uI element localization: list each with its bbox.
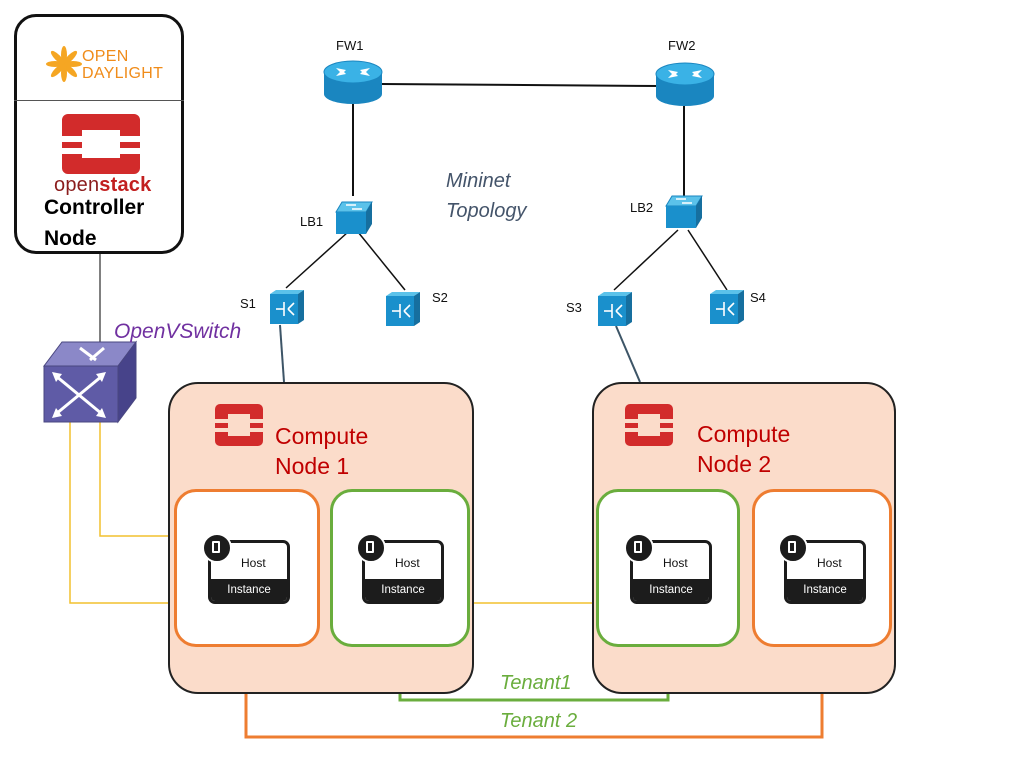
openvswitch-label: OpenVSwitch (114, 320, 242, 343)
openstack-prefix: open (54, 174, 100, 196)
fw2-router-icon (655, 62, 715, 106)
controller-node-label: Controller Node (44, 192, 144, 254)
fw2-label: FW2 (668, 38, 696, 53)
controller-node-box (14, 14, 184, 254)
instance-label: Instance (787, 579, 863, 601)
host-instance-card[interactable]: Host Instance (784, 540, 866, 604)
lb2-s3-link (613, 229, 679, 291)
topology-title-line2: Topology (446, 200, 527, 222)
lb1-label: LB1 (300, 214, 324, 229)
instance-label: Instance (211, 579, 287, 601)
lb1-s1-link (285, 231, 349, 289)
s2-label: S2 (432, 290, 448, 305)
server-icon (624, 533, 654, 563)
openstack-wordmark: openstack (54, 174, 151, 197)
host-title: Host (241, 556, 266, 570)
mininet-topology-title: Mininet Topology (446, 166, 526, 226)
lb2-label: LB2 (630, 200, 654, 215)
tenant1-label: Tenant1 (500, 672, 572, 694)
server-icon (356, 533, 386, 563)
compute-node-1-label: Compute Node 1 (275, 421, 368, 481)
ovs-wire-1 (99, 410, 176, 537)
compute-node-2-line1: Compute (697, 421, 791, 447)
s1-switch-icon (270, 290, 304, 324)
opendaylight-logo-icon (46, 46, 82, 82)
lb1-switch-icon (335, 201, 373, 234)
openstack-logo-icon (62, 114, 140, 174)
fw1-label: FW1 (336, 38, 364, 53)
lb2-switch-icon (665, 195, 703, 228)
s3-switch-icon (598, 292, 632, 326)
compute-node-2-label: Compute Node 2 (697, 419, 790, 479)
instance-label: Instance (633, 579, 709, 601)
opendaylight-line2: DAYLIGHT (82, 65, 164, 82)
lb2-s4-link (687, 229, 728, 291)
controller-label-line1: Controller (44, 196, 145, 219)
s1-label: S1 (240, 296, 256, 311)
s2-switch-icon (386, 292, 420, 326)
lb1-s2-link (357, 231, 406, 291)
compute-node-1-openstack-icon (215, 404, 263, 446)
openvswitch-icon (43, 340, 137, 424)
instance-label: Instance (365, 579, 441, 601)
fw1-fw2-link (377, 83, 661, 87)
compute-node-2-openstack-icon (625, 404, 673, 446)
host-instance-card[interactable]: Host Instance (208, 540, 290, 604)
controller-label-line2: Node (44, 227, 97, 250)
host-title: Host (395, 556, 420, 570)
opendaylight-logotype: OPEN DAYLIGHT (82, 48, 163, 82)
host-instance-card[interactable]: Host Instance (362, 540, 444, 604)
server-icon (778, 533, 808, 563)
controller-divider (14, 100, 184, 101)
compute-node-1-line1: Compute (275, 423, 369, 449)
fw1-router-icon (323, 60, 383, 104)
host-title: Host (663, 556, 688, 570)
opendaylight-line1: OPEN (82, 48, 129, 65)
host-title: Host (817, 556, 842, 570)
compute-node-2-line2: Node 2 (697, 451, 772, 477)
s3-compute2-link (615, 325, 641, 383)
server-icon (202, 533, 232, 563)
s4-label: S4 (750, 290, 766, 305)
compute-node-1-line2: Node 1 (275, 453, 350, 479)
openstack-suffix: stack (99, 174, 152, 196)
tenant2-label: Tenant 2 (500, 710, 578, 732)
s3-label: S3 (566, 300, 582, 315)
s1-compute1-link (279, 324, 285, 383)
topology-title-line1: Mininet (446, 170, 511, 192)
s4-switch-icon (710, 290, 744, 324)
